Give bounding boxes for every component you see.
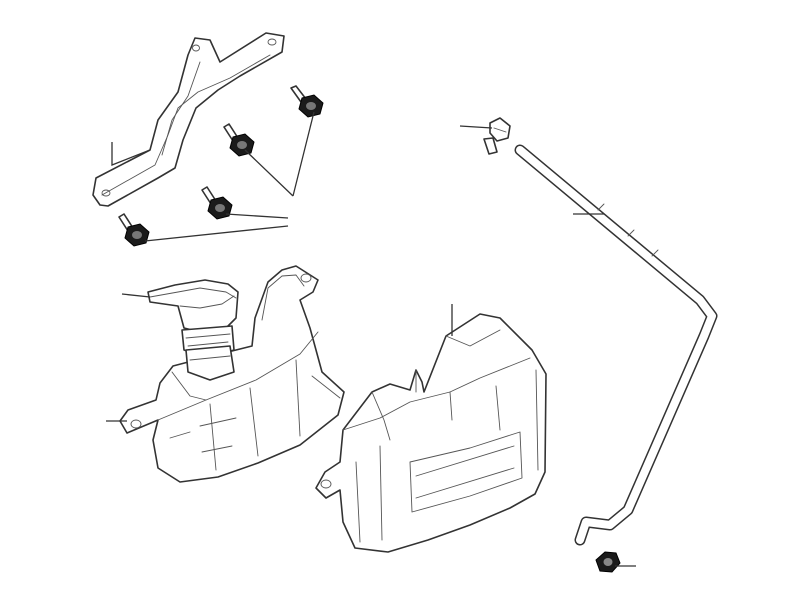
hose-nut bbox=[595, 551, 621, 573]
overflow-hose bbox=[514, 144, 718, 546]
mounting-bracket bbox=[92, 32, 285, 207]
hose-clamp bbox=[483, 117, 511, 155]
bracket-bolt bbox=[223, 123, 255, 157]
reservoir-cover bbox=[315, 313, 547, 553]
bracket-bolt bbox=[290, 85, 324, 118]
coolant-reservoir bbox=[119, 265, 345, 483]
bracket-bolt bbox=[201, 186, 233, 220]
bracket-bolt bbox=[118, 213, 150, 247]
leader-lines bbox=[106, 111, 636, 567]
